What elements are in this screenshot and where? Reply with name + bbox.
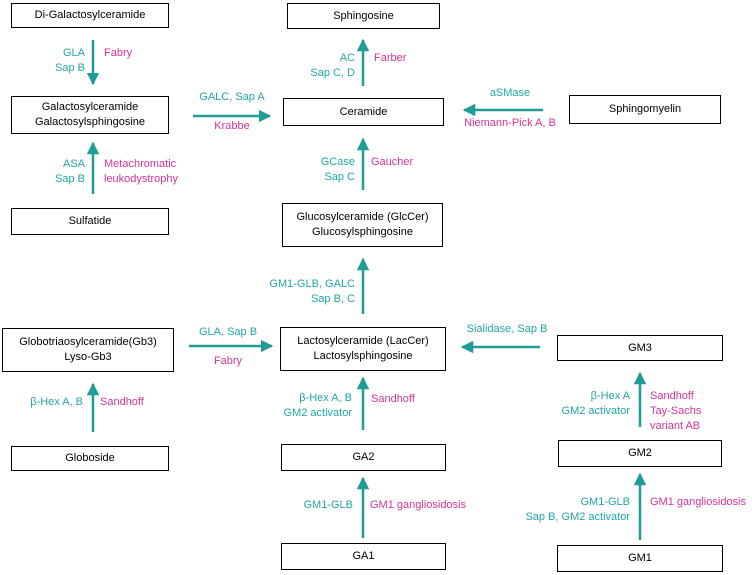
node-gm1: GM1 [557,545,723,572]
node-gm3: GM3 [557,335,723,361]
enzyme-label-beta-hex-a: β-Hex A GM2 activator [561,390,630,417]
enzyme-label-asa: ASA Sap B [55,158,85,185]
disease-label-niemann-pick: Niemann-Pick A, B [464,117,556,129]
enzyme-label-gcase: GCase Sap C [320,156,355,183]
disease-label-fabry: Fabry [104,47,133,59]
disease-label-metachromatic-leukodystrophy: Metachromatic leukodystrophy [104,158,178,185]
enzyme-label-ac: AC Sap C, D [310,52,355,79]
enzyme-label-gm1-glb-gm1: GM1-GLB Sap B, GM2 activator [525,496,630,523]
node-galactosylceramide: Galactosylceramide Galactosylsphingosine [11,96,169,134]
node-di-galactosylceramide: Di-Galactosylceramide [11,3,169,28]
enzyme-label-asmase: aSMase [489,87,531,99]
node-glucosylceramide: Glucosylceramide (GlcCer) Glucosylsphing… [282,203,443,247]
node-gm2: GM2 [558,440,722,467]
disease-label-gaucher: Gaucher [371,156,414,168]
enzyme-label-gla: GLA Sap B [55,47,85,74]
node-sulfatide: Sulfatide [11,208,169,235]
node-sphingosine: Sphingosine [287,3,440,29]
enzyme-label-sialidase: Sialidase, Sap B [466,323,548,335]
enzyme-label-beta-hex-a-b: β-Hex A, B [30,396,83,408]
node-globotriaosylceramide: Globotriaosylceramide(Gb3) Lyso-Gb3 [2,328,174,372]
disease-label-sandhoff-ga2: Sandhoff [371,393,415,405]
enzyme-label-beta-hex-gm2-activator: β-Hex A, B GM2 activator [283,392,352,419]
enzyme-label-galc: GALC, Sap A [199,91,265,103]
node-ga1: GA1 [281,543,446,570]
disease-label-fabry-gb3: Fabry [213,355,243,367]
node-lactosylceramide: Lactosylceramide (LacCer) Lactosylsphing… [280,327,446,371]
enzyme-label-gm1-glb-galc: GM1-GLB, GALC Sap B, C [269,278,355,305]
disease-label-gm1-gangliosidosis-ga1: GM1 gangliosidosis [370,499,466,511]
disease-label-farber: Farber [374,52,407,64]
node-ceramide: Ceramide [283,98,444,126]
disease-label-gm1-gangliosidosis-gm1: GM1 gangliosidosis [650,496,746,508]
disease-label-sandhoff-tay-sachs: Sandhoff Tay-Sachs variant AB [650,390,702,432]
disease-label-sandhoff-globoside: Sandhoff [100,396,144,408]
disease-label-krabbe: Krabbe [214,120,250,132]
node-ga2: GA2 [281,444,446,471]
enzyme-label-gm1-glb-ga1: GM1-GLB [303,499,353,511]
enzyme-label-gla-sap-b: GLA, Sap B [198,326,258,338]
node-globoside: Globoside [11,446,169,471]
node-sphingomyelin: Sphingomyelin [569,95,721,124]
